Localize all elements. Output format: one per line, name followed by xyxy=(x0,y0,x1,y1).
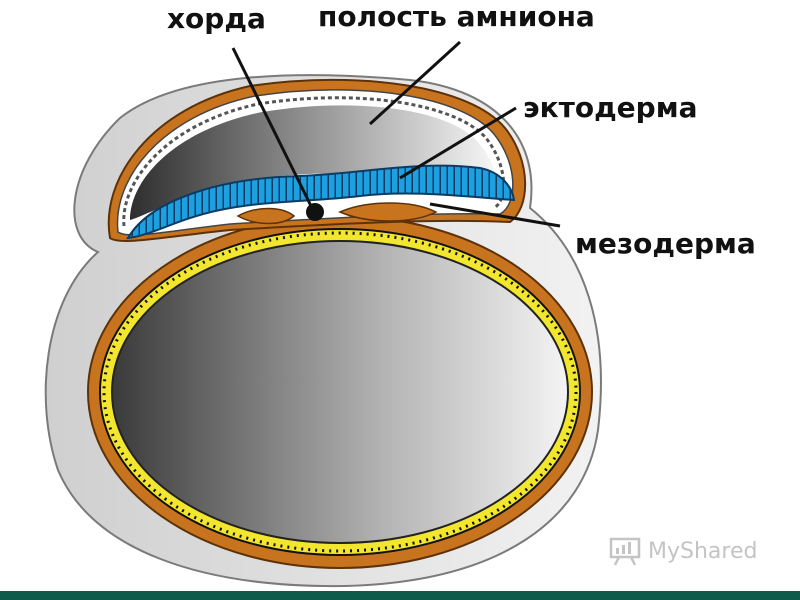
leader-mesoderm xyxy=(429,202,561,228)
label-amnion-cavity: полость амниона xyxy=(318,0,595,33)
footer-bar xyxy=(0,591,800,600)
label-chorda: хорда xyxy=(167,2,266,35)
mesoderm-right xyxy=(338,202,438,222)
leader-chorda xyxy=(231,47,313,207)
ectoderm-band xyxy=(126,164,516,240)
mesoderm-left xyxy=(236,207,296,225)
leader-ectoderm xyxy=(399,106,517,180)
leader-amnion-cavity xyxy=(368,40,462,126)
presentation-board-icon xyxy=(609,537,641,566)
endoderm-dots xyxy=(102,231,578,553)
amnion-cavity xyxy=(130,105,496,220)
label-mesoderm: мезодерма xyxy=(575,227,756,260)
amnion-epithelium-cells xyxy=(122,96,506,227)
yolk-sac-cavity xyxy=(111,240,569,544)
watermark: MyShared xyxy=(608,536,757,566)
watermark-text: MyShared xyxy=(648,538,758,564)
chorda-dot xyxy=(306,203,324,221)
label-ectoderm: эктодерма xyxy=(523,91,698,124)
